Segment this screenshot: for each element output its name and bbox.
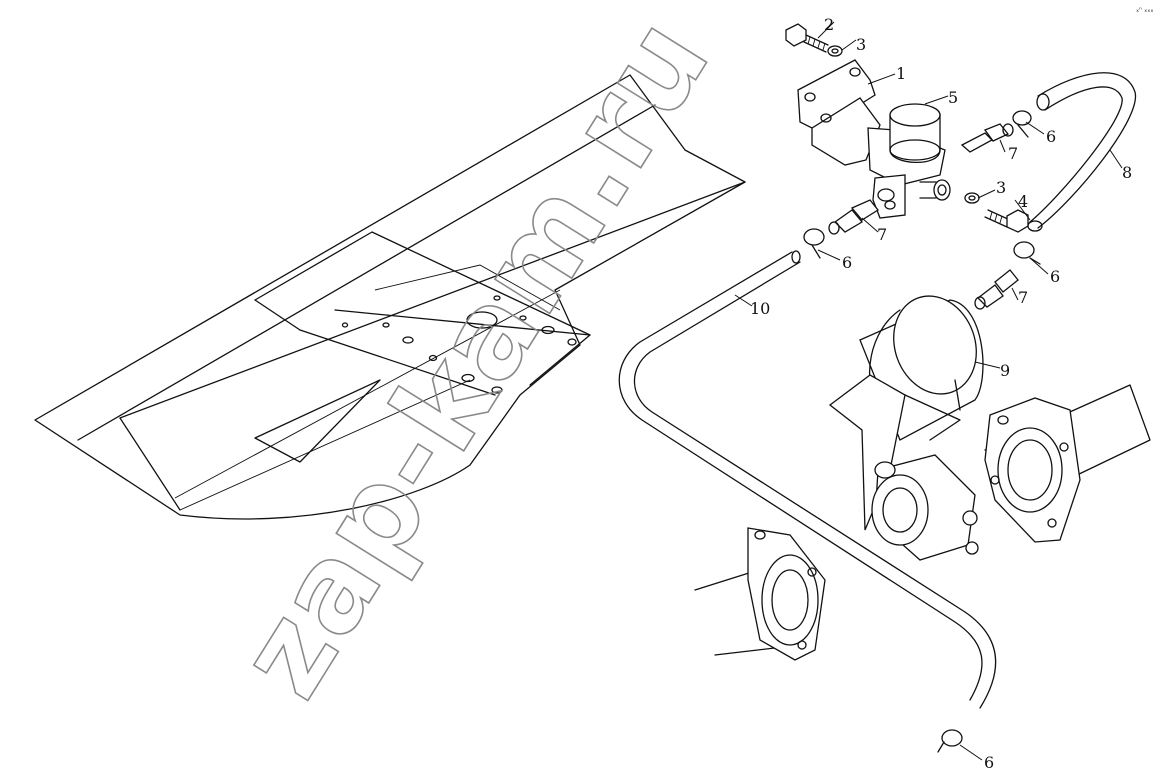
frame-panel bbox=[34, 74, 746, 520]
callout-6-bottom: 6 bbox=[984, 753, 994, 772]
brake-chamber-9 bbox=[828, 295, 984, 531]
clamp-6-a bbox=[1012, 110, 1032, 138]
callout-3-top: 3 bbox=[856, 35, 866, 54]
corner-mark: ₓⁿ ₓₓₓ bbox=[1136, 6, 1153, 14]
callout-5: 5 bbox=[948, 88, 958, 107]
callout-2-top: 2 bbox=[824, 15, 834, 34]
callout-6-upper: 6 bbox=[1046, 127, 1056, 146]
fitting-7-upper bbox=[960, 123, 1014, 153]
tube-10 bbox=[618, 250, 997, 709]
crossmember-bracket bbox=[341, 295, 577, 394]
watermark: zap-kam.ru bbox=[212, 0, 737, 720]
bolt-2-top bbox=[785, 23, 843, 57]
clamp-6-b bbox=[803, 228, 825, 259]
callout-9: 9 bbox=[1000, 361, 1010, 380]
callout-8: 8 bbox=[1122, 163, 1132, 182]
fitting-7-lower bbox=[974, 269, 1019, 310]
callout-6-middle: 6 bbox=[842, 253, 852, 272]
valve-assembly bbox=[797, 59, 951, 219]
callout-7-upper: 7 bbox=[1008, 144, 1018, 163]
axle-assembly bbox=[694, 384, 1151, 661]
bolt-4-right bbox=[964, 192, 1029, 233]
clamp-6-c bbox=[1013, 241, 1041, 265]
callout-4: 4 bbox=[1018, 192, 1028, 211]
callout-labels: 2 3 1 5 6 7 8 3 4 7 6 6 7 10 9 6 bbox=[750, 15, 1132, 772]
callout-7-middle: 7 bbox=[877, 225, 887, 244]
callout-6-right: 6 bbox=[1050, 267, 1060, 286]
callout-7-lower: 7 bbox=[1018, 288, 1028, 307]
callout-1: 1 bbox=[896, 64, 906, 83]
fitting-7-middle bbox=[828, 199, 879, 235]
callout-3-right: 3 bbox=[996, 178, 1006, 197]
leader-lines bbox=[734, 21, 1123, 761]
callout-10: 10 bbox=[750, 299, 770, 318]
clamp-6-d bbox=[937, 729, 963, 753]
hose-8 bbox=[1027, 72, 1137, 232]
